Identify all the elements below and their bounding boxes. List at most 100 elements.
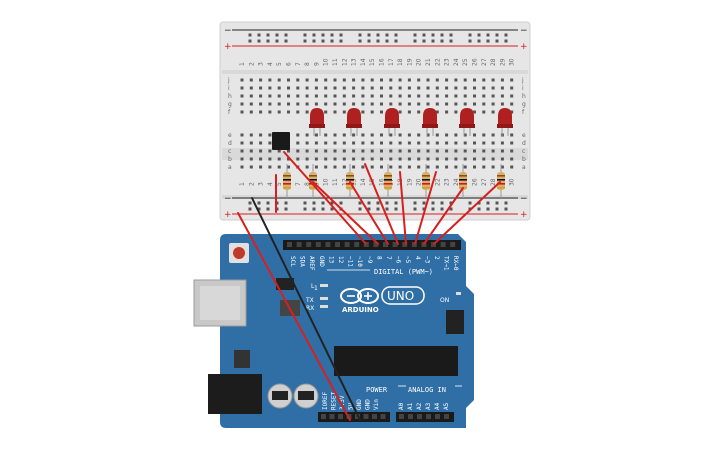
breadboard-hole[interactable] xyxy=(333,94,337,98)
breadboard-hole[interactable] xyxy=(305,86,309,90)
breadboard-hole[interactable] xyxy=(342,165,346,169)
breadboard-hole[interactable] xyxy=(473,141,476,145)
rail-hole[interactable] xyxy=(257,39,261,43)
rail-hole[interactable] xyxy=(394,39,398,43)
breadboard-hole[interactable] xyxy=(482,86,486,90)
rail-hole[interactable] xyxy=(312,33,316,37)
breadboard-hole[interactable] xyxy=(407,94,411,98)
breadboard-hole[interactable] xyxy=(370,165,374,169)
rail-hole[interactable] xyxy=(468,201,472,205)
breadboard-hole[interactable] xyxy=(482,165,486,169)
breadboard-hole[interactable] xyxy=(342,78,346,82)
breadboard-hole[interactable] xyxy=(389,165,393,169)
header-pin[interactable] xyxy=(373,242,379,247)
breadboard-hole[interactable] xyxy=(445,149,449,153)
breadboard-hole[interactable] xyxy=(268,165,272,169)
breadboard-hole[interactable] xyxy=(417,94,421,98)
sensor-chip[interactable] xyxy=(272,132,290,150)
breadboard-hole[interactable] xyxy=(435,110,439,114)
rail-hole[interactable] xyxy=(303,207,307,211)
rail-hole[interactable] xyxy=(394,33,398,37)
breadboard-hole[interactable] xyxy=(463,165,467,169)
breadboard-hole[interactable] xyxy=(435,165,439,169)
breadboard-hole[interactable] xyxy=(342,133,346,137)
breadboard-hole[interactable] xyxy=(259,102,263,106)
breadboard-hole[interactable] xyxy=(500,157,504,161)
red-led[interactable] xyxy=(422,108,438,136)
breadboard-hole[interactable] xyxy=(500,141,504,145)
rail-hole[interactable] xyxy=(376,201,380,205)
breadboard-hole[interactable] xyxy=(435,149,439,153)
rail-hole[interactable] xyxy=(495,201,499,205)
rail-hole[interactable] xyxy=(486,201,490,205)
breadboard-hole[interactable] xyxy=(445,86,449,90)
header-pin[interactable] xyxy=(296,242,302,247)
breadboard-hole[interactable] xyxy=(259,133,263,137)
resistor[interactable] xyxy=(422,164,430,198)
breadboard-hole[interactable] xyxy=(361,157,365,161)
breadboard-hole[interactable] xyxy=(314,157,318,161)
wire-red[interactable] xyxy=(349,181,389,245)
breadboard-hole[interactable] xyxy=(380,133,383,137)
breadboard-hole[interactable] xyxy=(482,157,486,161)
breadboard-hole[interactable] xyxy=(491,78,495,82)
header-pin[interactable] xyxy=(392,242,398,247)
rail-hole[interactable] xyxy=(385,39,389,43)
rail-hole[interactable] xyxy=(431,207,435,211)
reset-button-cap[interactable] xyxy=(233,247,245,259)
header-pin[interactable] xyxy=(321,414,326,419)
breadboard-hole[interactable] xyxy=(417,86,421,90)
breadboard-hole[interactable] xyxy=(417,102,421,106)
wire-red[interactable] xyxy=(237,212,351,421)
breadboard-hole[interactable] xyxy=(333,149,337,153)
breadboard-hole[interactable] xyxy=(361,86,365,90)
breadboard-hole[interactable] xyxy=(259,86,263,90)
red-led[interactable] xyxy=(459,108,475,136)
rail-hole[interactable] xyxy=(495,33,499,37)
breadboard-hole[interactable] xyxy=(398,157,402,161)
breadboard-hole[interactable] xyxy=(370,94,374,98)
breadboard-hole[interactable] xyxy=(240,102,244,106)
breadboard-hole[interactable] xyxy=(305,110,309,114)
rail-hole[interactable] xyxy=(486,39,490,43)
breadboard-hole[interactable] xyxy=(491,149,495,153)
breadboard-hole[interactable] xyxy=(361,110,365,114)
rail-hole[interactable] xyxy=(284,207,288,211)
breadboard-hole[interactable] xyxy=(370,86,374,90)
breadboard-hole[interactable] xyxy=(445,94,449,98)
rail-hole[interactable] xyxy=(367,201,371,205)
breadboard-hole[interactable] xyxy=(361,133,365,137)
breadboard-hole[interactable] xyxy=(249,94,253,98)
rail-hole[interactable] xyxy=(440,201,444,205)
breadboard-hole[interactable] xyxy=(463,149,467,153)
breadboard-hole[interactable] xyxy=(249,86,253,90)
breadboard-hole[interactable] xyxy=(398,78,402,82)
breadboard-hole[interactable] xyxy=(510,133,514,137)
rail-hole[interactable] xyxy=(504,33,508,37)
rail-hole[interactable] xyxy=(477,207,481,211)
rail-hole[interactable] xyxy=(413,33,417,37)
breadboard-hole[interactable] xyxy=(463,78,467,82)
breadboard-hole[interactable] xyxy=(398,141,402,145)
breadboard-hole[interactable] xyxy=(296,102,300,106)
header-pin[interactable] xyxy=(383,242,388,247)
breadboard-hole[interactable] xyxy=(454,157,458,161)
breadboard-hole[interactable] xyxy=(296,78,300,82)
breadboard-hole[interactable] xyxy=(259,157,263,161)
rail-hole[interactable] xyxy=(358,39,362,43)
rail-hole[interactable] xyxy=(385,201,389,205)
breadboard-hole[interactable] xyxy=(389,141,393,145)
breadboard-hole[interactable] xyxy=(268,133,272,137)
breadboard-hole[interactable] xyxy=(435,94,439,98)
breadboard-hole[interactable] xyxy=(435,133,439,137)
breadboard-hole[interactable] xyxy=(454,149,458,153)
breadboard-hole[interactable] xyxy=(370,149,374,153)
breadboard-hole[interactable] xyxy=(510,157,514,161)
breadboard-hole[interactable] xyxy=(510,165,514,169)
breadboard-hole[interactable] xyxy=(240,86,244,90)
header-pin[interactable] xyxy=(440,242,446,247)
breadboard-hole[interactable] xyxy=(473,157,476,161)
rail-hole[interactable] xyxy=(504,207,508,211)
rail-hole[interactable] xyxy=(248,201,252,205)
breadboard-hole[interactable] xyxy=(398,149,402,153)
